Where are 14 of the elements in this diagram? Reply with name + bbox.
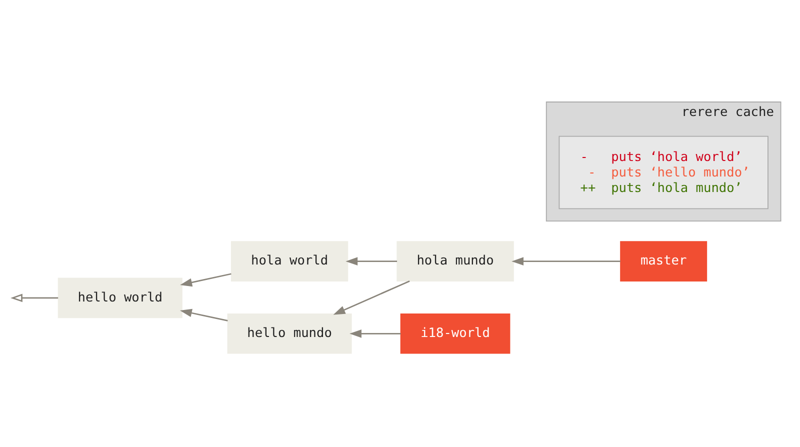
arrow bbox=[350, 328, 401, 338]
arrow bbox=[180, 272, 232, 286]
node-box: hola mundo bbox=[396, 240, 514, 281]
node-box: i18-world bbox=[400, 313, 510, 354]
node-box: hello mundo bbox=[227, 313, 352, 354]
arrow bbox=[180, 308, 228, 321]
arrow bbox=[512, 256, 620, 265]
arrow bbox=[346, 256, 398, 265]
arrow bbox=[333, 280, 410, 314]
node-box: hola world bbox=[230, 240, 348, 281]
node-box: hello world bbox=[58, 277, 182, 318]
node-box: master bbox=[620, 240, 708, 281]
node-box: - puts ‘hola world’ - puts ‘hello mundo’ ++ puts ‘hola mundo’ bbox=[558, 135, 768, 209]
arrow bbox=[10, 293, 58, 302]
